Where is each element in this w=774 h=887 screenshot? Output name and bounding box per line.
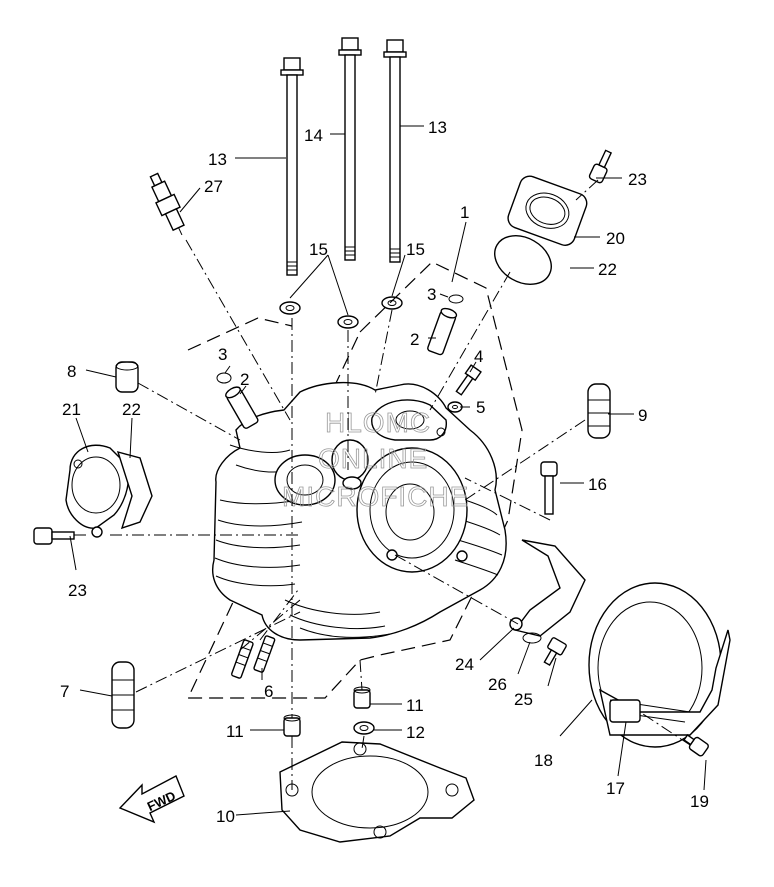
label-19: 19 xyxy=(690,792,709,811)
side-cover-gasket xyxy=(513,539,586,637)
label-6: 6 xyxy=(264,682,273,701)
intake-gasket-22 xyxy=(494,235,552,285)
label-13-left: 13 xyxy=(208,150,227,169)
label-17: 17 xyxy=(606,779,625,798)
label-20: 20 xyxy=(606,229,625,248)
spark-plug-27 xyxy=(149,172,185,236)
plug-24 xyxy=(509,617,523,631)
bolt-25 xyxy=(543,637,567,667)
label-13-right: 13 xyxy=(428,118,447,137)
head-bolt-13-right xyxy=(383,39,407,263)
label-14: 14 xyxy=(304,126,323,145)
bolt-23-right xyxy=(588,149,613,184)
label-27: 27 xyxy=(204,177,223,196)
label-4: 4 xyxy=(474,347,483,366)
watermark-line1: HLOMC xyxy=(325,407,431,438)
forward-direction-arrow: FWD xyxy=(118,775,185,824)
label-23-right: 23 xyxy=(628,170,647,189)
valve-guide-2-right xyxy=(427,307,458,356)
label-15-left: 15 xyxy=(309,240,328,259)
pin-8 xyxy=(115,361,139,393)
washer-15-right xyxy=(381,296,403,310)
label-9: 9 xyxy=(638,406,647,425)
washer-5 xyxy=(447,401,463,413)
label-11-right: 11 xyxy=(406,696,424,715)
label-12: 12 xyxy=(406,723,425,742)
gasket-26 xyxy=(522,632,542,644)
label-8: 8 xyxy=(67,362,76,381)
head-bolt-14 xyxy=(338,37,362,261)
label-22-right: 22 xyxy=(598,260,617,279)
valve-guide-2-left xyxy=(225,386,259,429)
label-11-left: 11 xyxy=(226,722,244,741)
stud-bolt-4 xyxy=(455,364,482,396)
clip-3-right xyxy=(448,294,464,304)
label-23-left: 23 xyxy=(68,581,87,600)
bolt-19 xyxy=(683,734,709,757)
watermark: HLOMC ONLINE MICROFICHE xyxy=(282,407,469,513)
watermark-line3: MICROFICHE xyxy=(282,481,469,512)
label-10: 10 xyxy=(216,807,235,826)
label-5: 5 xyxy=(476,398,485,417)
valve-cover-21 xyxy=(65,444,130,538)
label-3-right: 3 xyxy=(427,285,436,304)
cylinder-head-gasket-10 xyxy=(279,741,475,843)
label-3-left: 3 xyxy=(218,345,227,364)
leader-lines xyxy=(69,125,707,816)
label-2-right: 2 xyxy=(410,330,419,349)
washer-15-mid xyxy=(337,315,359,329)
watermark-line2: ONLINE xyxy=(318,443,428,474)
dowel-6a xyxy=(231,639,254,679)
label-24: 24 xyxy=(455,655,474,674)
label-25: 25 xyxy=(514,690,533,709)
valve-cover-gasket-22 xyxy=(116,450,153,530)
dowel-11-right xyxy=(353,686,371,709)
label-1: 1 xyxy=(460,203,469,222)
label-22-left: 22 xyxy=(122,400,141,419)
label-15-right: 15 xyxy=(406,240,425,259)
label-2-left: 2 xyxy=(240,370,249,389)
head-bolt-13-left xyxy=(280,57,304,276)
label-7: 7 xyxy=(60,682,69,701)
assembly-lines xyxy=(74,179,691,790)
washer-15-left xyxy=(279,301,301,315)
dowel-11-left xyxy=(283,714,301,737)
label-21: 21 xyxy=(62,400,81,419)
dowel-6b xyxy=(253,635,276,673)
label-26: 26 xyxy=(488,675,507,694)
label-18: 18 xyxy=(534,751,553,770)
dowel-pin-9 xyxy=(587,383,611,439)
cylinder-head xyxy=(212,381,507,641)
bolt-16 xyxy=(540,461,558,515)
clip-3-left xyxy=(216,372,232,384)
side-cover-18 xyxy=(588,582,731,748)
bolt-23-left xyxy=(33,527,75,545)
valve-group-boundary xyxy=(187,261,523,699)
intake-joint-20 xyxy=(507,175,588,246)
callout-labels: 13 14 13 15 15 27 1 23 20 22 3 2 4 5 3 2… xyxy=(60,118,709,826)
dowel-pin-7 xyxy=(111,661,135,729)
o-ring-12 xyxy=(353,721,375,735)
label-16: 16 xyxy=(588,475,607,494)
